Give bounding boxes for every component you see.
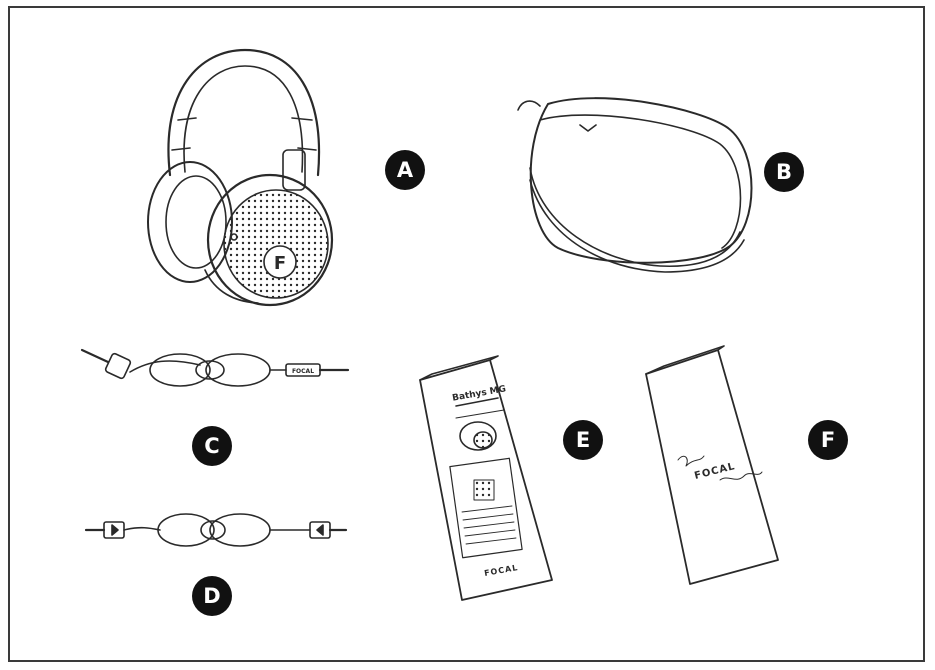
badge-a: A	[385, 150, 425, 190]
user-manual-icon	[419, 355, 553, 601]
headphones-icon: F	[147, 48, 334, 307]
thank-you-card-icon	[645, 345, 779, 585]
usb-cable-icon	[84, 513, 348, 547]
badge-d: D	[192, 576, 232, 616]
svg-text:FOCAL: FOCAL	[292, 368, 314, 375]
carrying-case-icon	[517, 97, 753, 273]
jack-cable-icon: FOCAL	[80, 348, 350, 387]
badge-f: F	[808, 420, 848, 460]
badge-b: B	[764, 152, 804, 192]
badge-e: E	[563, 420, 603, 460]
svg-text:F: F	[274, 253, 286, 274]
badge-c: C	[192, 426, 232, 466]
